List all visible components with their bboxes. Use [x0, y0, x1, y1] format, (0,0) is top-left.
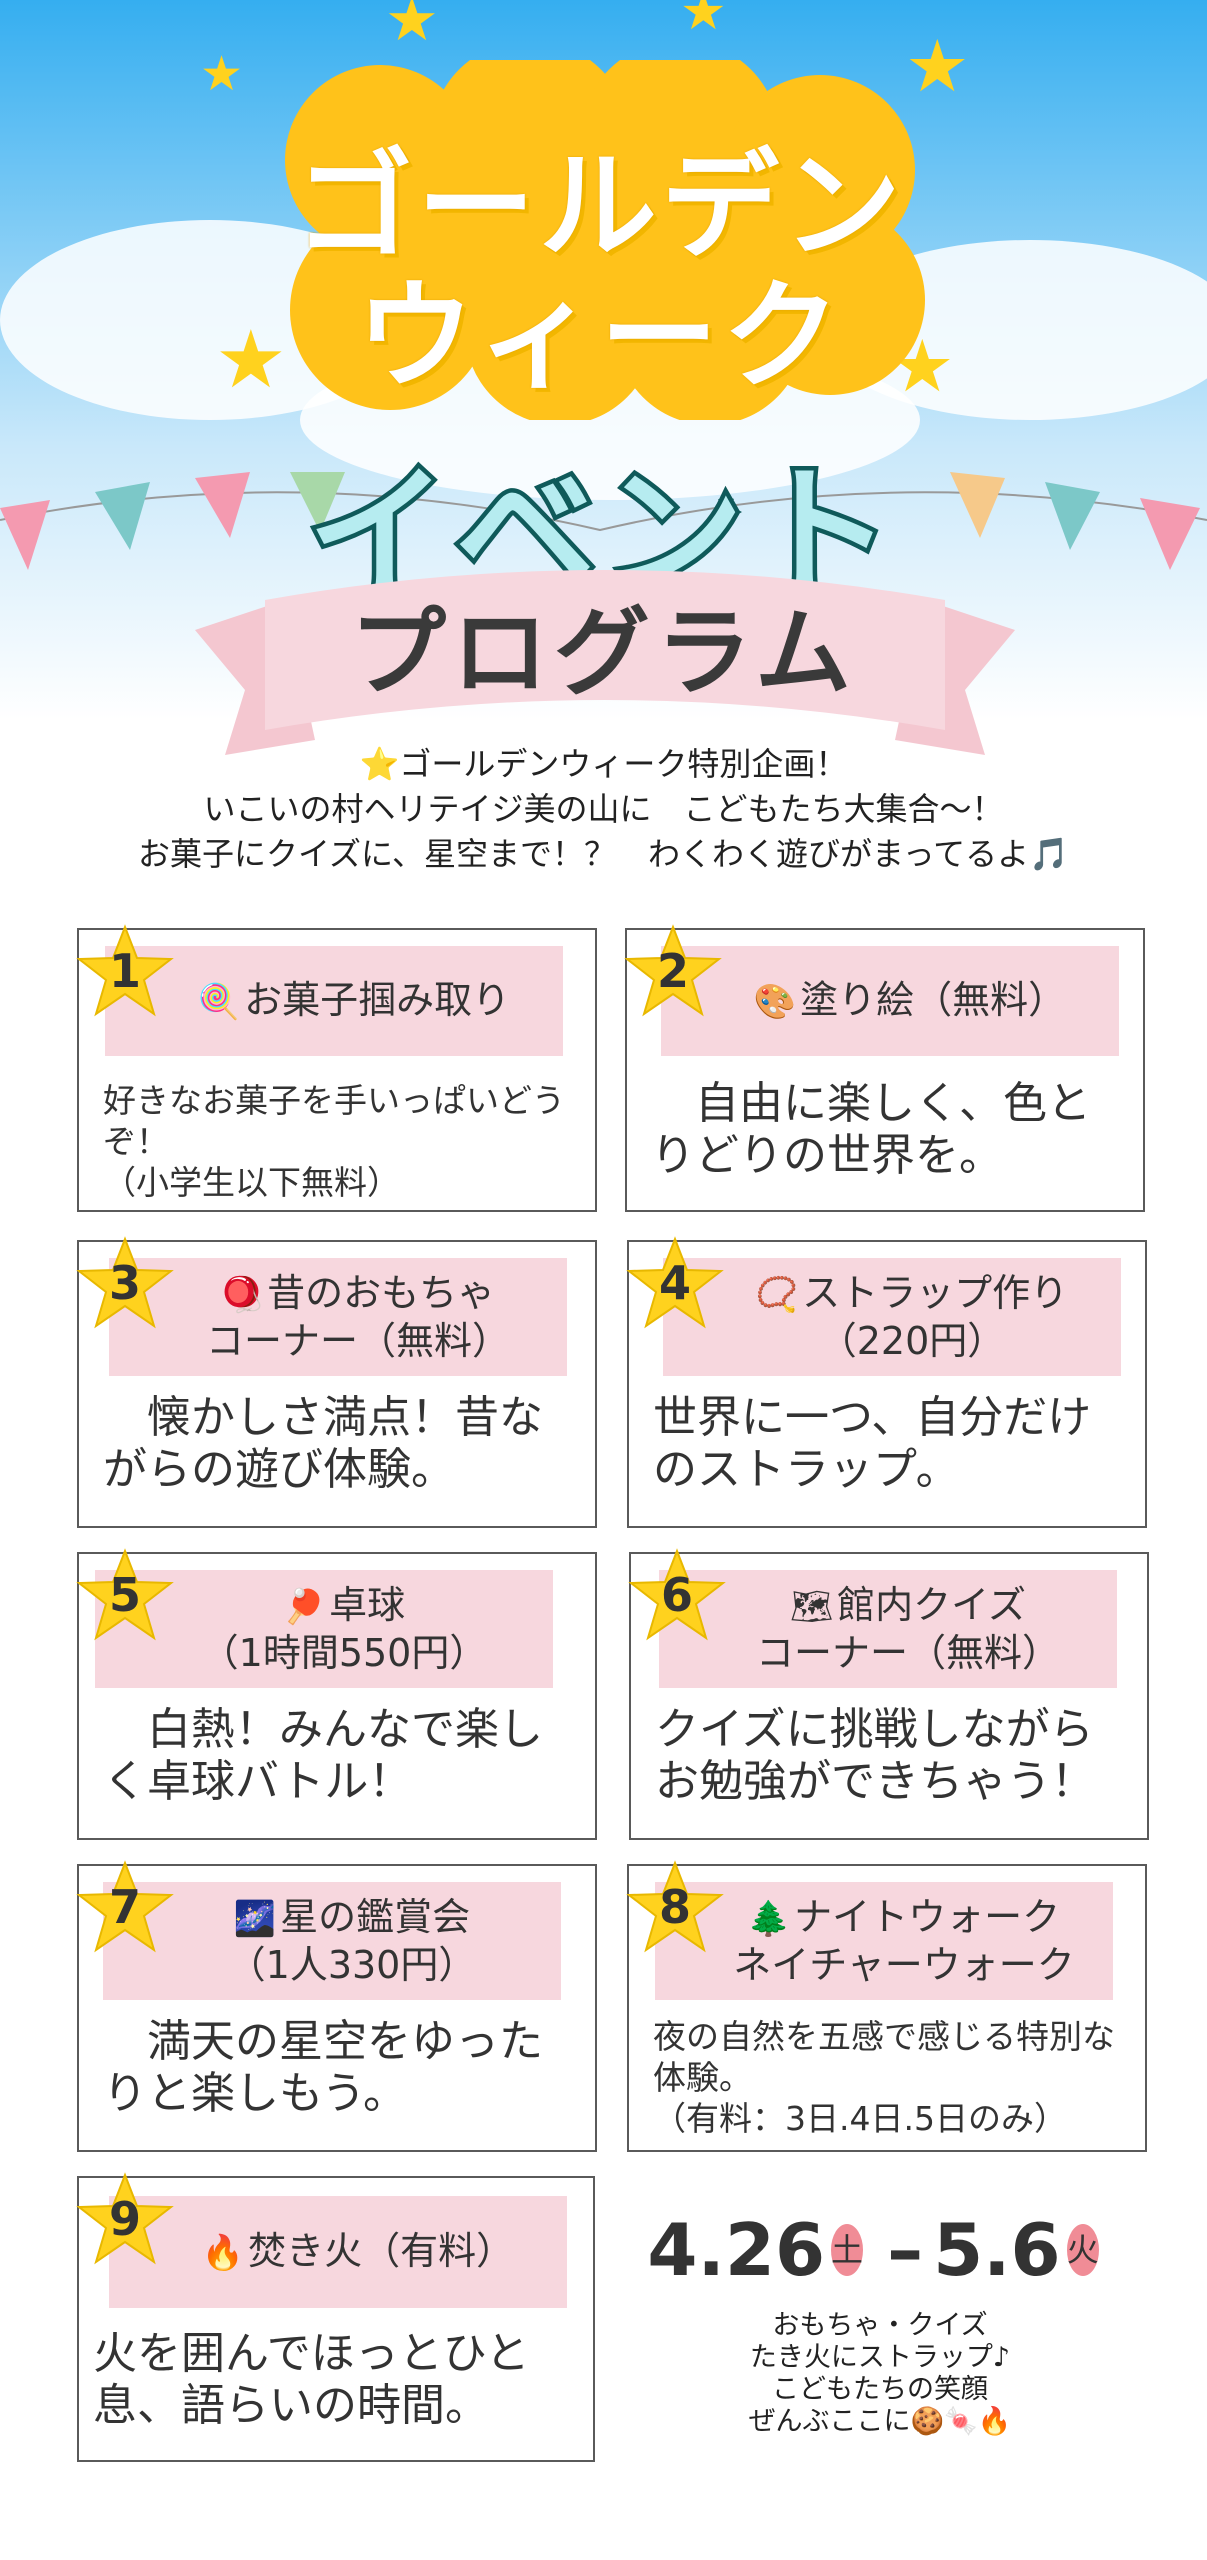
star-decoration: ★	[680, 0, 727, 42]
card-description: 自由に楽しく、色とりどりの世界を。	[651, 1078, 1091, 1181]
card-description: 懐かしさ満点！昔ながらの遊び体験。	[103, 1392, 543, 1495]
intro-line: ⭐ゴールデンウィーク特別企画！	[359, 745, 848, 783]
event-card-5: 🏓卓球（1時間550円） 5 白熱！みんなで楽しく卓球バトル！	[76, 1548, 597, 1840]
card-title: 🗺館内クイズコーナー（無料）	[659, 1570, 1117, 1688]
footer-note: おもちゃ・クイズ たき火にストラップ♪ こどもたちの笑顔 ぜんぶここに🍪🍬🔥	[748, 2310, 1012, 2437]
card-description: 満天の星空をゆったりと楽しもう。	[103, 2016, 543, 2119]
number-star-icon: 5	[75, 1546, 175, 1646]
number-star-icon: 8	[625, 1858, 725, 1958]
intro-line: お菓子にクイズに、星空まで！？ わくわく遊びがまってるよ🎵	[137, 835, 1070, 873]
card-description: クイズに挑戦しながらお勉強ができちゃう！	[655, 1704, 1095, 1807]
star-decoration: ★	[905, 24, 970, 108]
number-star-icon: 3	[75, 1234, 175, 1334]
fire-icon: 🔥	[201, 2233, 245, 2273]
tree-icon: 🌲	[747, 1899, 791, 1939]
card-title: 🎨塗り絵（無料）	[661, 946, 1119, 1056]
end-date: 5.6	[933, 2208, 1061, 2292]
start-day-badge: 土	[831, 2224, 864, 2276]
star-decoration: ★	[215, 313, 287, 406]
intro-line: いこいの村ヘリテイジ美の山に こどもたち大集合～！	[203, 790, 1004, 828]
card-description: 好きなお菓子を手いっぱいどうぞ！ （小学生以下無料）	[103, 1081, 565, 1202]
end-day-badge: 火	[1066, 2224, 1099, 2276]
program-heading: プログラム	[349, 597, 858, 709]
event-card-3: 🪀昔のおもちゃコーナー（無料） 3 懐かしさ満点！昔ながらの遊び体験。	[76, 1236, 597, 1528]
number-star-icon: 7	[75, 1858, 175, 1958]
event-card-2: 🎨塗り絵（無料） 2 自由に楽しく、色とりどりの世界を。	[624, 924, 1145, 1212]
ping-pong-icon: 🏓	[282, 1587, 326, 1627]
yoyo-icon: 🪀	[220, 1275, 264, 1315]
event-dates: 4.26 土 – 5.6 火	[647, 2200, 1105, 2300]
candy-icon: 🍭	[197, 982, 241, 1022]
number-star-icon: 1	[75, 922, 175, 1022]
beads-icon: 📿	[755, 1275, 799, 1315]
event-card-1: 🍭お菓子掴み取り 1 好きなお菓子を手いっぱいどうぞ！ （小学生以下無料）	[76, 924, 597, 1212]
start-date: 4.26	[647, 2208, 826, 2292]
event-card-6: 🗺館内クイズコーナー（無料） 6 クイズに挑戦しながらお勉強ができちゃう！	[628, 1548, 1149, 1840]
card-title: 🪀昔のおもちゃコーナー（無料）	[109, 1258, 567, 1376]
card-title: 🔥焚き火（有料）	[109, 2196, 567, 2308]
intro-text: ⭐ゴールデンウィーク特別企画！ いこいの村ヘリテイジ美の山に こどもたち大集合～…	[0, 742, 1207, 877]
card-description: 夜の自然を五感で感じる特別な体験。 （有料：3日.4日.5日のみ）	[653, 2017, 1115, 2138]
event-card-8: 🌲ナイトウォークネイチャーウォーク 8 夜の自然を五感で感じる特別な体験。 （有…	[626, 1860, 1147, 2152]
number-star-icon: 9	[75, 2170, 175, 2270]
map-icon: 🗺	[789, 1587, 834, 1627]
card-title: 🏓卓球（1時間550円）	[95, 1570, 553, 1688]
card-description: 世界に一つ、自分だけのストラップ。	[653, 1392, 1092, 1495]
card-title: 🌌星の鑑賞会（1人330円）	[103, 1882, 561, 2000]
card-title: 🌲ナイトウォークネイチャーウォーク	[655, 1882, 1113, 2000]
number-star-icon: 2	[623, 922, 723, 1022]
star-decoration: ★	[385, 0, 439, 55]
title-line-2: ウィーク	[355, 267, 844, 405]
event-card-7: 🌌星の鑑賞会（1人330円） 7 満天の星空をゆったりと楽しもう。	[76, 1860, 597, 2152]
palette-icon: 🎨	[753, 982, 797, 1022]
galaxy-icon: 🌌	[233, 1899, 277, 1939]
card-title: 📿ストラップ作り（220円）	[663, 1258, 1121, 1376]
card-description: 火を囲んでほっとひと息、語らいの時間。	[93, 2328, 530, 2431]
event-card-9: 🔥焚き火（有料） 9 火を囲んでほっとひと息、語らいの時間。	[76, 2172, 595, 2462]
number-star-icon: 6	[627, 1546, 727, 1646]
card-title: 🍭お菓子掴み取り	[105, 946, 563, 1056]
title-line-1: ゴールデン	[294, 137, 905, 275]
bunting-garland	[0, 472, 1207, 570]
number-star-icon: 4	[625, 1234, 725, 1334]
event-card-4: 📿ストラップ作り（220円） 4 世界に一つ、自分だけのストラップ。	[626, 1236, 1147, 1528]
star-decoration: ★	[200, 46, 244, 102]
program-ribbon	[195, 570, 1015, 755]
date-dash: –	[887, 2208, 924, 2292]
card-description: 白熱！みんなで楽しく卓球バトル！	[103, 1704, 543, 1807]
title-cloud-shape	[285, 60, 925, 420]
